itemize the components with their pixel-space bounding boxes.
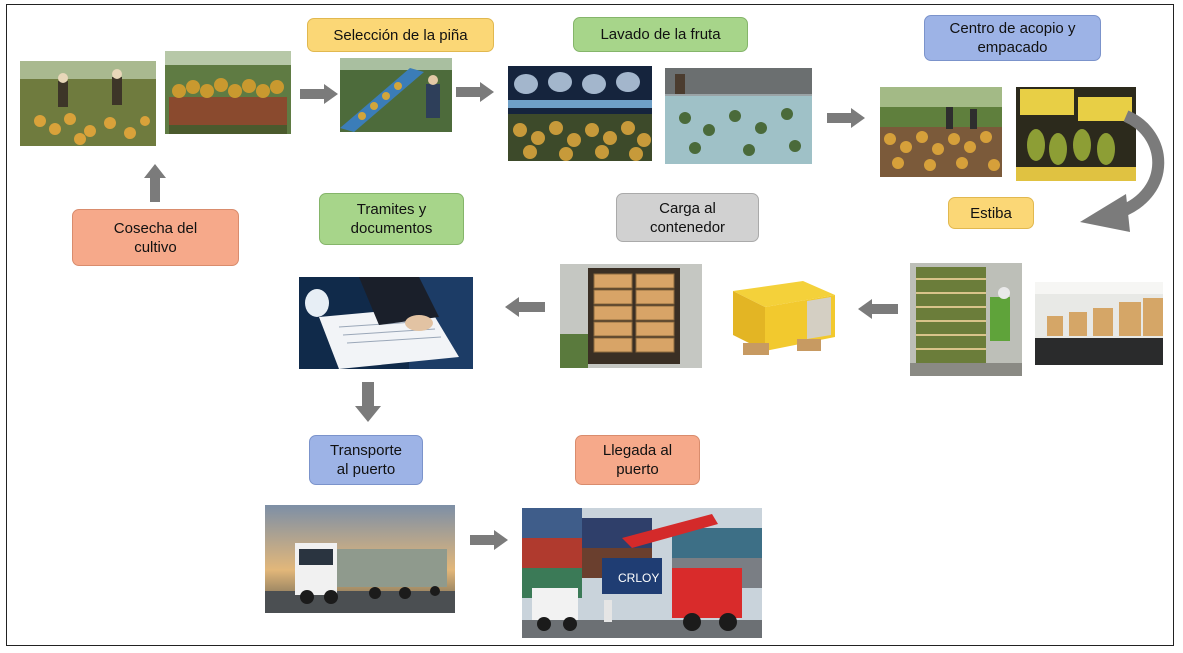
arrow-up-cosecha — [144, 164, 166, 202]
arrow-down-1 — [355, 382, 381, 422]
sorting-conveyor-photo — [340, 58, 452, 132]
arrow-left-1 — [858, 299, 898, 319]
label-llegada: Llegada al puerto — [575, 435, 700, 485]
stowage-pallets-photo — [910, 263, 1022, 376]
arrow-right-3 — [827, 108, 865, 128]
warehouse-photo — [1035, 282, 1163, 365]
label-centro-acopio: Centro de acopio y empacado — [924, 15, 1101, 61]
label-lavado: Lavado de la fruta — [573, 17, 748, 52]
arrow-right-2 — [456, 82, 494, 102]
pineapple-cart-photo — [165, 51, 291, 134]
washing-tank-photo — [665, 68, 812, 164]
loading-container-photo — [560, 264, 702, 368]
documents-signing-photo — [299, 277, 473, 369]
arrow-right-4 — [470, 530, 508, 550]
label-carga: Carga al contenedor — [616, 193, 759, 242]
container-brand-text: CRLOY — [618, 571, 659, 585]
label-seleccion: Selección de la piña — [307, 18, 494, 52]
arrow-left-2 — [505, 297, 545, 317]
shipping-container-photo — [727, 277, 845, 359]
washing-sprays-photo — [508, 66, 652, 161]
arrow-right-1 — [300, 84, 338, 104]
label-tramites: Tramites y documentos — [319, 193, 464, 245]
packed-boxes-photo — [1016, 87, 1136, 181]
label-transporte: Transporte al puerto — [309, 435, 423, 485]
arrow-curved-estiba — [1076, 108, 1172, 236]
harvest-field-photo — [20, 61, 156, 146]
port-arrival-photo: CRLOY — [522, 508, 762, 638]
label-estiba: Estiba — [948, 197, 1034, 229]
truck-transport-photo — [265, 505, 455, 613]
label-cosecha: Cosecha del cultivo — [72, 209, 239, 266]
collection-center-photo — [880, 87, 1002, 177]
